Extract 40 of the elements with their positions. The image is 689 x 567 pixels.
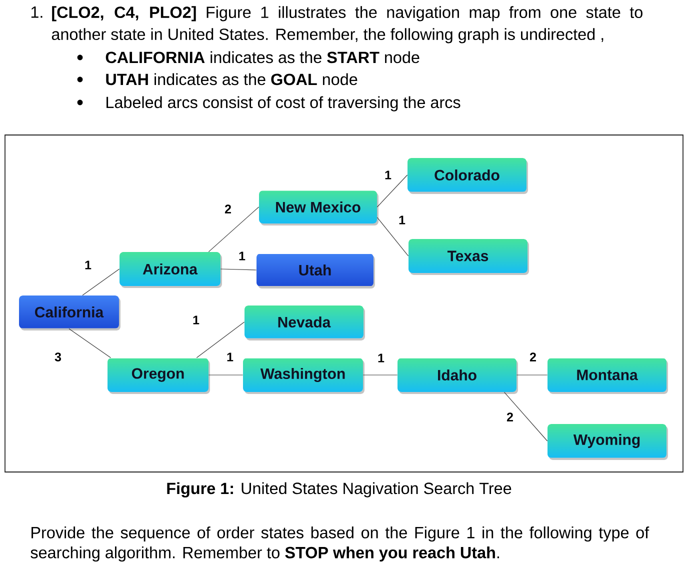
connector-line	[376, 174, 408, 208]
connector-line	[220, 268, 257, 270]
bullet-text: Labeled arcs consist of cost of traversing the arcs	[106, 96, 460, 112]
state-box: Arizona	[120, 252, 222, 288]
edge-label: 1	[398, 214, 406, 226]
edge-label: 2	[224, 204, 232, 214]
connector-line	[362, 374, 398, 376]
connector-line	[82, 268, 120, 296]
edge-label: 1	[376, 352, 386, 364]
edge-label: 1	[226, 352, 234, 362]
connector-line	[376, 217, 409, 256]
edge-label: 2	[506, 412, 514, 422]
state-box: Wyoming	[548, 424, 668, 460]
instruction-text: Provide the sequence of order states based on the Figure 1 in the following type of searching algorithm. Remember to STOP when you reach Utah.	[30, 526, 650, 562]
figure-caption: Figure 1: United States Nagivation Search Tree	[167, 482, 512, 498]
state-box: Colorado	[408, 158, 528, 194]
edge-label: 1	[192, 314, 200, 326]
connector-line	[504, 392, 548, 442]
state-box: Nevada	[244, 306, 365, 340]
edge-label: 1	[84, 260, 92, 270]
item-number: 1.	[31, 6, 42, 18]
state-box: Texas	[408, 239, 529, 275]
bullet-text: UTAH indicates as the GOAL node	[106, 73, 358, 86]
connector-line	[196, 322, 245, 358]
state-box: Idaho	[398, 358, 518, 394]
connector-line	[208, 206, 260, 252]
edge-label: 1	[384, 170, 392, 180]
edge-label: 1	[238, 250, 246, 262]
connector-line	[208, 374, 244, 376]
state-box: Utah	[256, 254, 375, 288]
state-box: New Mexico	[259, 190, 378, 226]
connector-line	[516, 374, 548, 376]
edge-label: 2	[528, 352, 538, 362]
state-box: California	[19, 296, 120, 330]
connector-line	[68, 328, 112, 358]
state-box: Oregon	[108, 358, 210, 394]
state-box: Washington	[243, 358, 364, 394]
edge-label: 3	[54, 352, 62, 362]
bullet-text: CALIFORNIA indicates as the START node	[106, 51, 420, 64]
state-box: Montana	[548, 358, 668, 394]
